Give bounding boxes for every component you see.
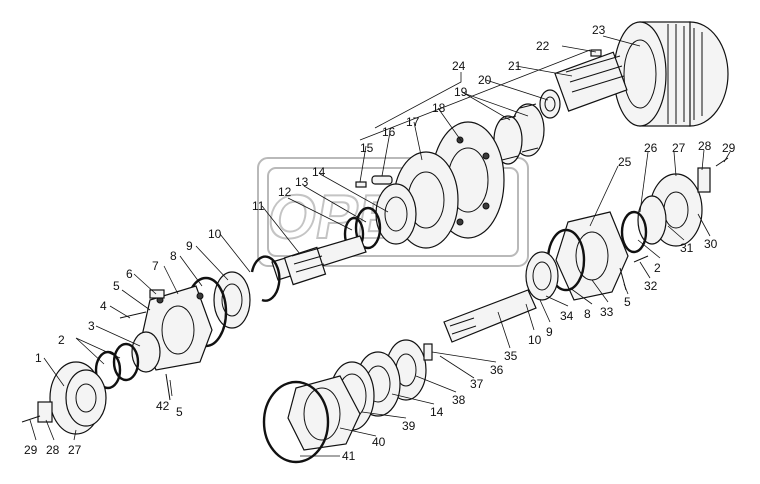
- part-40-case: [287, 375, 361, 451]
- part-23-drum: [613, 21, 729, 127]
- part-9-bearing-left: [213, 271, 251, 329]
- label-20: 20: [478, 73, 492, 87]
- label-3: 3: [88, 319, 95, 333]
- part-2-ring-b: [94, 350, 122, 390]
- watermark-frame: [257, 157, 529, 267]
- part-20-sleeve: [539, 89, 561, 119]
- part-10-snap-ring: [250, 255, 281, 302]
- label-36: 36: [490, 363, 504, 377]
- label-32: 32: [644, 279, 658, 293]
- label-28-right: 28: [698, 139, 712, 153]
- part-16-key: [371, 175, 393, 185]
- part-labels: 1 2 3 4 5 6 7 8 9 10 11 12 13 14 15 16 1…: [24, 23, 736, 463]
- label-29-left: 29: [24, 443, 38, 457]
- leader-lines: [29, 35, 731, 457]
- label-21: 21: [508, 59, 522, 73]
- label-17: 17: [406, 115, 420, 129]
- part-29-bolt-right: [715, 157, 729, 167]
- part-42-bolt: [165, 373, 171, 401]
- label-33: 33: [600, 305, 614, 319]
- label-31: 31: [680, 241, 694, 255]
- part-14-bearing-upper: [375, 183, 417, 245]
- label-8-left: 8: [170, 249, 177, 263]
- part-26-seal: [637, 195, 667, 245]
- part-32-bolt: [633, 255, 649, 263]
- label-39: 39: [402, 419, 416, 433]
- label-10-left: 10: [208, 227, 222, 241]
- label-15: 15: [360, 141, 374, 155]
- label-5-right: 5: [624, 295, 631, 309]
- part-11-shaft: [271, 235, 367, 286]
- label-22: 22: [536, 39, 550, 53]
- label-19: 19: [454, 85, 468, 99]
- label-7: 7: [152, 259, 159, 273]
- part-19-gear-set: [493, 103, 545, 165]
- part-2-ring-right: [620, 210, 648, 254]
- part-36-pin: [423, 343, 433, 361]
- label-35: 35: [504, 349, 518, 363]
- part-1-flange: [49, 361, 107, 435]
- label-38: 38: [452, 393, 466, 407]
- label-25: 25: [618, 155, 632, 169]
- label-41: 41: [342, 449, 356, 463]
- label-9-right: 9: [546, 325, 553, 339]
- label-4: 4: [100, 299, 107, 313]
- part-22-pin: [590, 49, 602, 57]
- label-28-left: 28: [46, 443, 60, 457]
- label-27-right: 27: [672, 141, 686, 155]
- label-2-right: 2: [654, 261, 661, 275]
- part-21-spline-shaft: [554, 51, 628, 112]
- label-1: 1: [35, 351, 42, 365]
- part-6-bracket: [149, 289, 165, 299]
- label-12: 12: [278, 185, 292, 199]
- label-30: 30: [704, 237, 718, 251]
- part-29-bolt-left: [21, 415, 41, 423]
- label-13: 13: [295, 175, 309, 189]
- label-10-right: 10: [528, 333, 542, 347]
- label-16: 16: [382, 125, 396, 139]
- label-37: 37: [470, 377, 484, 391]
- part-41-o-ring: [262, 380, 330, 464]
- label-24: 24: [452, 59, 466, 73]
- label-5-top: 5: [113, 279, 120, 293]
- part-2-ring-a: [112, 342, 140, 382]
- part-35-output-shaft: [443, 289, 537, 343]
- label-14-upper: 14: [312, 165, 326, 179]
- part-4-bolt: [119, 311, 147, 319]
- label-18: 18: [432, 101, 446, 115]
- part-25-housing-right: [555, 211, 629, 301]
- label-26: 26: [644, 141, 658, 155]
- label-5-bottom: 5: [176, 405, 183, 419]
- watermark-inner-frame: [267, 167, 519, 257]
- label-11: 11: [252, 199, 265, 213]
- part-28-plate-left: [37, 401, 53, 423]
- label-6: 6: [126, 267, 133, 281]
- label-2-left: 2: [58, 333, 65, 347]
- label-34: 34: [560, 309, 574, 323]
- part-28-plate-right: [697, 167, 711, 193]
- part-13-ring: [354, 206, 382, 250]
- label-42: 42: [156, 399, 170, 413]
- label-9-left: 9: [186, 239, 193, 253]
- part-9-bearing-right: [525, 251, 559, 301]
- label-40: 40: [372, 435, 386, 449]
- part-15-pin: [355, 181, 367, 188]
- label-29-right: 29: [722, 141, 736, 155]
- label-27-left: 27: [68, 443, 82, 457]
- label-23: 23: [592, 23, 606, 37]
- label-14-lower: 14: [430, 405, 444, 419]
- label-8-right: 8: [584, 307, 591, 321]
